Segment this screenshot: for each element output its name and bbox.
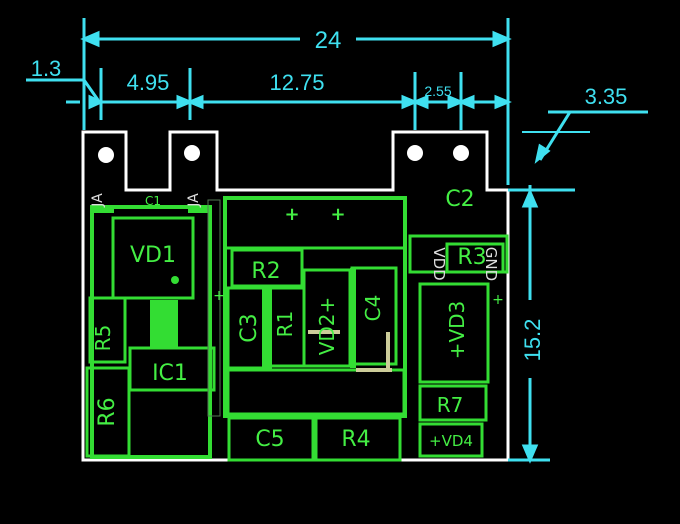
plus-mark-4: +: [492, 292, 504, 308]
dim-total-width: 24: [315, 27, 342, 54]
label-vd3: +VD3: [445, 301, 469, 360]
label-c4: C4: [361, 295, 385, 322]
dim-gap-3: 2.55: [424, 83, 451, 99]
component-outlines: [85, 196, 509, 462]
dimension-lines: [26, 18, 648, 464]
dim-gap-1: 4.95: [127, 70, 170, 95]
silk-outline: [207, 199, 221, 417]
dim-right-notch: 3.35: [585, 84, 628, 109]
label-c3: C3: [237, 313, 262, 342]
component-pads: [92, 207, 356, 370]
mounting-hole-2: [184, 145, 200, 161]
mounting-hole-3: [407, 145, 423, 161]
silk-ja-right: JA: [186, 193, 202, 208]
board-outline: [81, 130, 510, 462]
label-c5: C5: [255, 427, 284, 452]
label-ic1: IC1: [152, 361, 188, 386]
label-r4: R4: [341, 427, 370, 452]
dim-height: 15.2: [520, 319, 545, 362]
mounting-hole-4: [453, 145, 469, 161]
silk-vdd: VDD: [430, 247, 448, 280]
dimension-labels: 24 1.3 4.95 12.75 2.55 3.35 15.2: [31, 27, 628, 361]
component-labels: VD1 IC1 R5 R6 C1 R2 C3 R1 VD2+ C4 C5 R4 …: [91, 187, 504, 452]
label-r7: R7: [437, 393, 464, 417]
vd1-marker: [171, 276, 179, 284]
label-r5: R5: [91, 325, 115, 352]
plus-mark-2: +: [330, 204, 345, 225]
mounting-hole-1: [98, 147, 114, 163]
label-r1: R1: [273, 311, 297, 338]
plus-mark-1: +: [284, 204, 299, 225]
silk-ja-left: JA: [90, 193, 106, 208]
plus-mark-3: +: [213, 288, 225, 304]
label-c2: C2: [445, 187, 474, 212]
label-vd4: +VD4: [429, 432, 473, 450]
silk-gnd: GND: [482, 247, 500, 281]
silkscreen-labels: JA JA VDD GND: [90, 193, 500, 281]
label-c1: C1: [145, 194, 161, 208]
dim-gap-2: 12.75: [269, 70, 324, 95]
label-vd1: VD1: [130, 243, 176, 268]
dim-left-margin: 1.3: [31, 56, 62, 81]
label-r6: R6: [95, 397, 120, 426]
label-vd2: VD2+: [315, 297, 339, 356]
label-r3: R3: [457, 245, 486, 270]
label-r2: R2: [251, 259, 280, 284]
